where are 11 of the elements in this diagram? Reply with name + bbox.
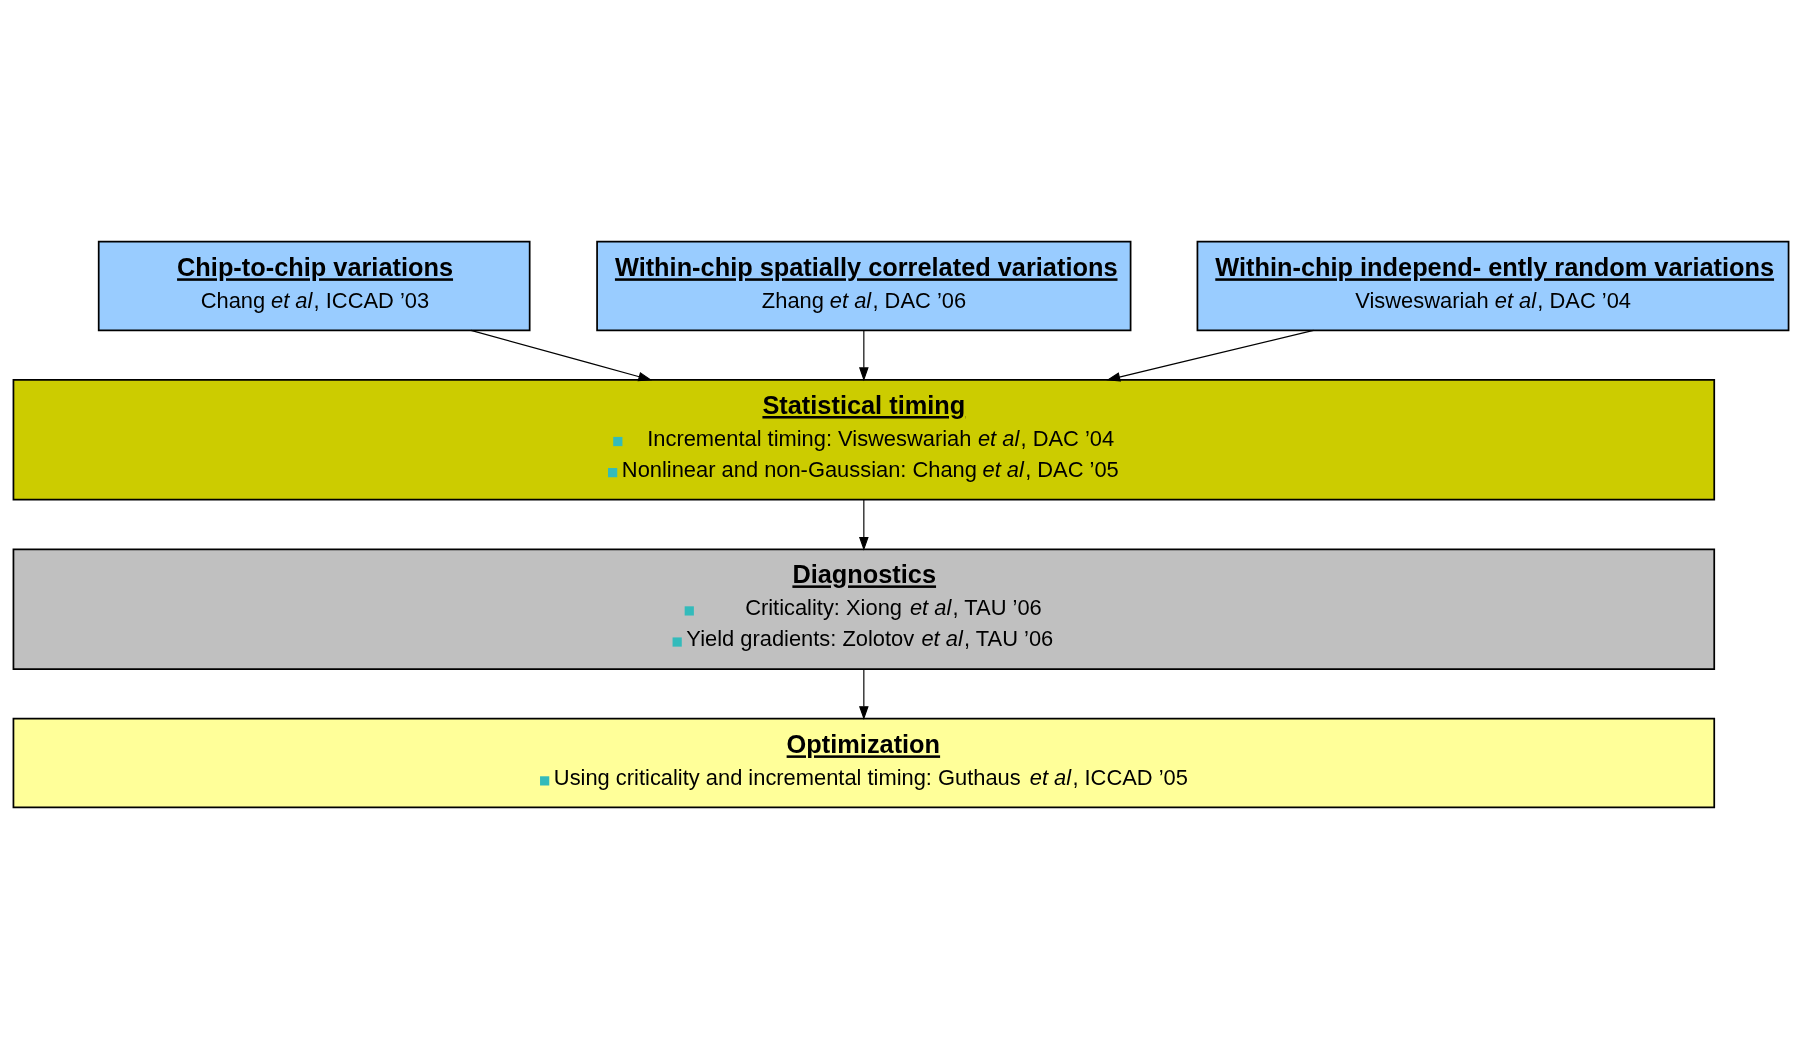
node-box: Optimization Using criticality and incremental timing: Guthaus et al, ICCAD ’05 [12,717,1716,808]
node-box: Statistical timing Incremental timing: Visweswariah et al, DAC ’04 Nonlinear and non-Gaussian: Chang et al, DAC ’05 [12,378,1716,501]
node-box: Within-chip independ- ently random variations Visweswariah et al, DAC ’04 [1196,240,1790,331]
node-box: Chip-to-chip variations Chang et al, ICCAD ’03 [97,240,531,331]
arrow [470,329,653,381]
arrow [859,668,869,720]
arrow [1106,329,1315,382]
node-box: Within-chip spatially correlated variations Zhang et al, DAC ’06 [596,240,1132,331]
arrow [859,329,869,381]
arrow [859,498,869,551]
node-box: Diagnostics Criticality: Xiong et al, TAU ’06 Yield gradients: Zolotov et al, TAU ’06 [12,547,1716,670]
